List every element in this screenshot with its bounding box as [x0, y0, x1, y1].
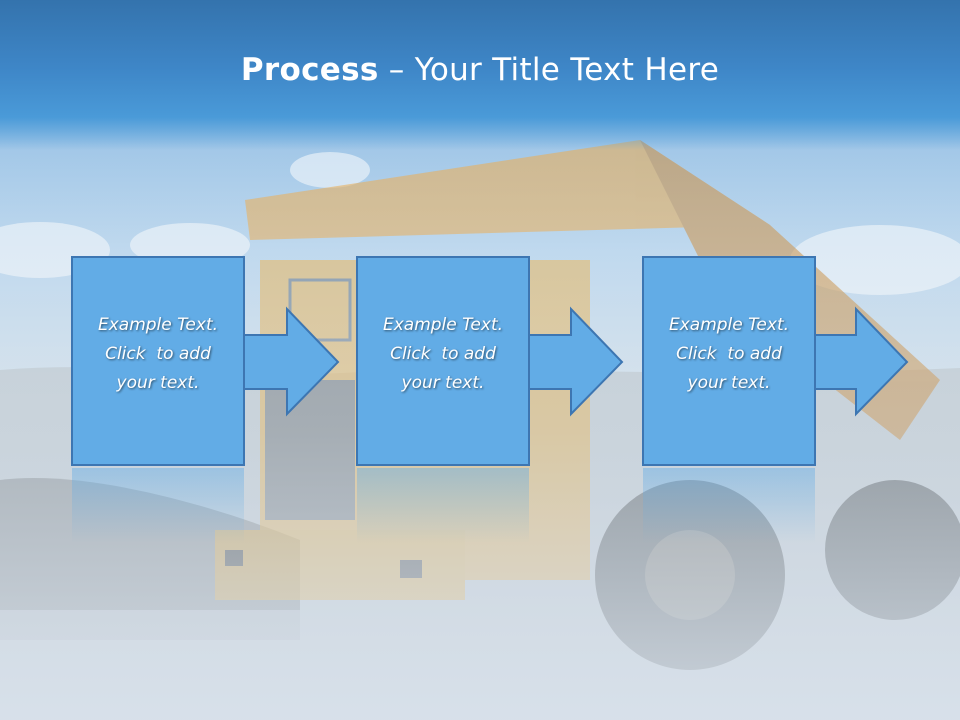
- step-1-line-2: Click to add: [105, 344, 211, 364]
- step-3-line-3: your text.: [687, 373, 771, 393]
- step-3-box: [642, 256, 816, 466]
- step-2-arrow: [528, 306, 624, 417]
- slide-title[interactable]: Process – Your Title Text Here: [0, 52, 960, 88]
- process-step-3[interactable]: [642, 256, 909, 466]
- step-3-text[interactable]: Example Text. Click to add your text.: [643, 311, 815, 398]
- title-band: [0, 0, 960, 150]
- process-step-1[interactable]: [71, 256, 340, 466]
- step-1-text[interactable]: Example Text. Click to add your text.: [72, 311, 244, 398]
- step-2-line-2: Click to add: [390, 344, 496, 364]
- step-1-line-1: Example Text.: [97, 315, 219, 335]
- step-1-arrow: [243, 306, 340, 417]
- step-2-text[interactable]: Example Text. Click to add your text.: [357, 311, 529, 398]
- step-1-box: [71, 256, 245, 466]
- step-1-line-3: your text.: [116, 373, 200, 393]
- step-3-line-1: Example Text.: [668, 315, 790, 335]
- step-3-line-2: Click to add: [676, 344, 782, 364]
- reflections: [72, 468, 815, 543]
- step-2-line-3: your text.: [401, 373, 485, 393]
- process-step-2[interactable]: [356, 256, 624, 466]
- title-bold-text: Process: [240, 52, 379, 88]
- step-2-line-1: Example Text.: [382, 315, 504, 335]
- title-rest-text: – Your Title Text Here: [378, 52, 720, 88]
- step-3-arrow: [814, 306, 909, 417]
- step-2-box: [356, 256, 530, 466]
